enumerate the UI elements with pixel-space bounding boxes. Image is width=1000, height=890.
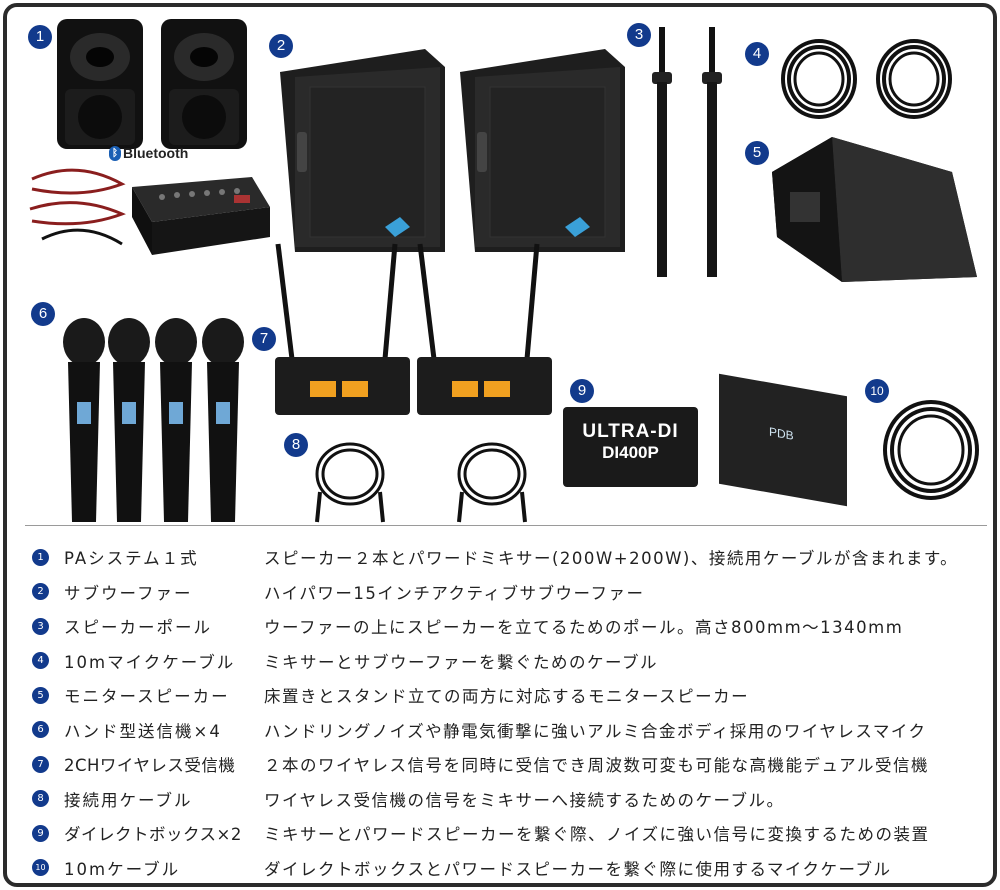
ten-meter-cable xyxy=(879,395,984,514)
speaker-pole-2 xyxy=(697,27,727,286)
badge-5: 5 xyxy=(745,141,769,165)
list-item: 1 PAシステム１式 スピーカー２本とパワードミキサー(200W+200W)、接続用… xyxy=(27,540,987,575)
item-name: スピーカーポール xyxy=(64,618,212,638)
mic-cable-coil-2 xyxy=(872,37,957,126)
item-description: 床置きとスタンド立ての両方に対応するモニタースピーカー xyxy=(264,687,750,707)
badge-1: 1 xyxy=(28,25,52,49)
item-description: ハンドリングノイズや静電気衝撃に強いアルミ合金ボディ採用のワイヤレスマイク xyxy=(264,721,927,741)
item-name: サブウーファー xyxy=(64,583,193,603)
item-name: モニタースピーカー xyxy=(64,687,230,707)
badge-8: 8 xyxy=(284,433,308,457)
item-number: 5 xyxy=(32,686,49,704)
connection-cable-2 xyxy=(447,432,537,531)
pa-speaker-left xyxy=(55,17,145,156)
list-item: 2 サブウーファー ハイパワー15インチアクティブサブウーファー xyxy=(27,575,987,610)
item-number: 1 xyxy=(32,548,49,566)
powered-mixer xyxy=(122,167,272,261)
item-description: ハイパワー15インチアクティブサブウーファー xyxy=(264,583,645,603)
item-description: ミキサーとサブウーファーを繋ぐためのケーブル xyxy=(264,652,659,672)
item-number: 9 xyxy=(32,824,49,842)
divider xyxy=(25,525,987,526)
item-name: ハンド型送信機×4 xyxy=(64,721,222,741)
list-item: 4 10mマイクケーブル ミキサーとサブウーファーを繋ぐためのケーブル xyxy=(27,644,987,679)
badge-10: 10 xyxy=(865,379,889,403)
list-item: 7 2CHワイヤレス受信機 ２本のワイヤレス信号を同時に受信でき周波数可変も可能な高… xyxy=(27,747,987,782)
direct-box-ultra-di: ULTRA-DI DI400P xyxy=(563,407,698,487)
bluetooth-icon: ᛒ xyxy=(109,145,121,161)
item-name: ダイレクトボックス×2 xyxy=(64,825,242,845)
item-description: スピーカー２本とパワードミキサー(200W+200W)、接続用ケーブルが含まれま… xyxy=(264,549,959,569)
subwoofer-right xyxy=(455,47,635,261)
list-item: 9 ダイレクトボックス×2 ミキサーとパワードスピーカーを繋ぐ際、ノイズに強い信号に… xyxy=(27,816,987,851)
item-name: 10mマイクケーブル xyxy=(64,652,236,672)
item-list: 1 PAシステム１式 スピーカー２本とパワードミキサー(200W+200W)、接続用… xyxy=(27,540,987,884)
handheld-mic-2 xyxy=(107,317,152,531)
item-description: ダイレクトボックスとパワードスピーカーを繋ぐ際に使用するマイクケーブル xyxy=(264,859,892,879)
item-number: 3 xyxy=(32,617,49,635)
item-number: 10 xyxy=(32,859,49,877)
speaker-pole-1 xyxy=(647,27,677,286)
item-description: ワイヤレス受信機の信号をミキサーへ接続するためのケーブル。 xyxy=(264,790,785,810)
item-number: 4 xyxy=(32,652,49,670)
list-item: 8 接続用ケーブル ワイヤレス受信機の信号をミキサーへ接続するためのケーブル。 xyxy=(27,782,987,817)
wireless-receiver-2 xyxy=(412,239,557,423)
connection-cable-1 xyxy=(305,432,395,531)
item-description: ２本のワイヤレス信号を同時に受信でき周波数可変も可能な高機能デュアル受信機 xyxy=(264,756,930,776)
direct-box-pdb: PDB xyxy=(719,373,847,507)
item-name: 接続用ケーブル xyxy=(64,790,193,810)
handheld-mic-3 xyxy=(154,317,199,531)
monitor-speaker xyxy=(762,132,987,291)
item-description: ミキサーとパワードスピーカーを繋ぐ際、ノイズに強い信号に変換するための装置 xyxy=(264,825,930,845)
pa-speaker-right xyxy=(159,17,249,156)
subwoofer-left xyxy=(275,47,455,261)
item-number: 6 xyxy=(32,721,49,739)
item-number: 7 xyxy=(32,755,49,773)
list-item: 6 ハンド型送信機×4 ハンドリングノイズや静電気衝撃に強いアルミ合金ボディ採用のワ… xyxy=(27,713,987,748)
badge-4: 4 xyxy=(745,42,769,66)
item-name: 2CHワイヤレス受信機 xyxy=(64,756,236,776)
handheld-mic-1 xyxy=(62,317,107,531)
item-name: PAシステム１式 xyxy=(64,549,199,569)
badge-7: 7 xyxy=(252,327,276,351)
item-number: 8 xyxy=(32,790,49,808)
mic-cable-coil-1 xyxy=(777,37,862,126)
wireless-receiver-1 xyxy=(270,239,415,423)
list-item: 5 モニタースピーカー 床置きとスタンド立ての両方に対応するモニタースピーカー xyxy=(27,678,987,713)
badge-6: 6 xyxy=(31,302,55,326)
badge-9: 9 xyxy=(570,379,594,403)
list-item: 10 10mケーブル ダイレクトボックスとパワードスピーカーを繋ぐ際に使用するマイク… xyxy=(27,851,987,884)
handheld-mic-4 xyxy=(201,317,246,531)
badge-3: 3 xyxy=(627,23,651,47)
item-number: 2 xyxy=(32,583,49,601)
speaker-cables xyxy=(22,159,132,258)
badge-2: 2 xyxy=(269,34,293,58)
item-description: ウーファーの上にスピーカーを立てるためのポール。高さ800mm～1340mm xyxy=(264,618,904,638)
item-name: 10mケーブル xyxy=(64,859,181,879)
list-item: 3 スピーカーポール ウーファーの上にスピーカーを立てるためのポール。高さ800mm… xyxy=(27,609,987,644)
